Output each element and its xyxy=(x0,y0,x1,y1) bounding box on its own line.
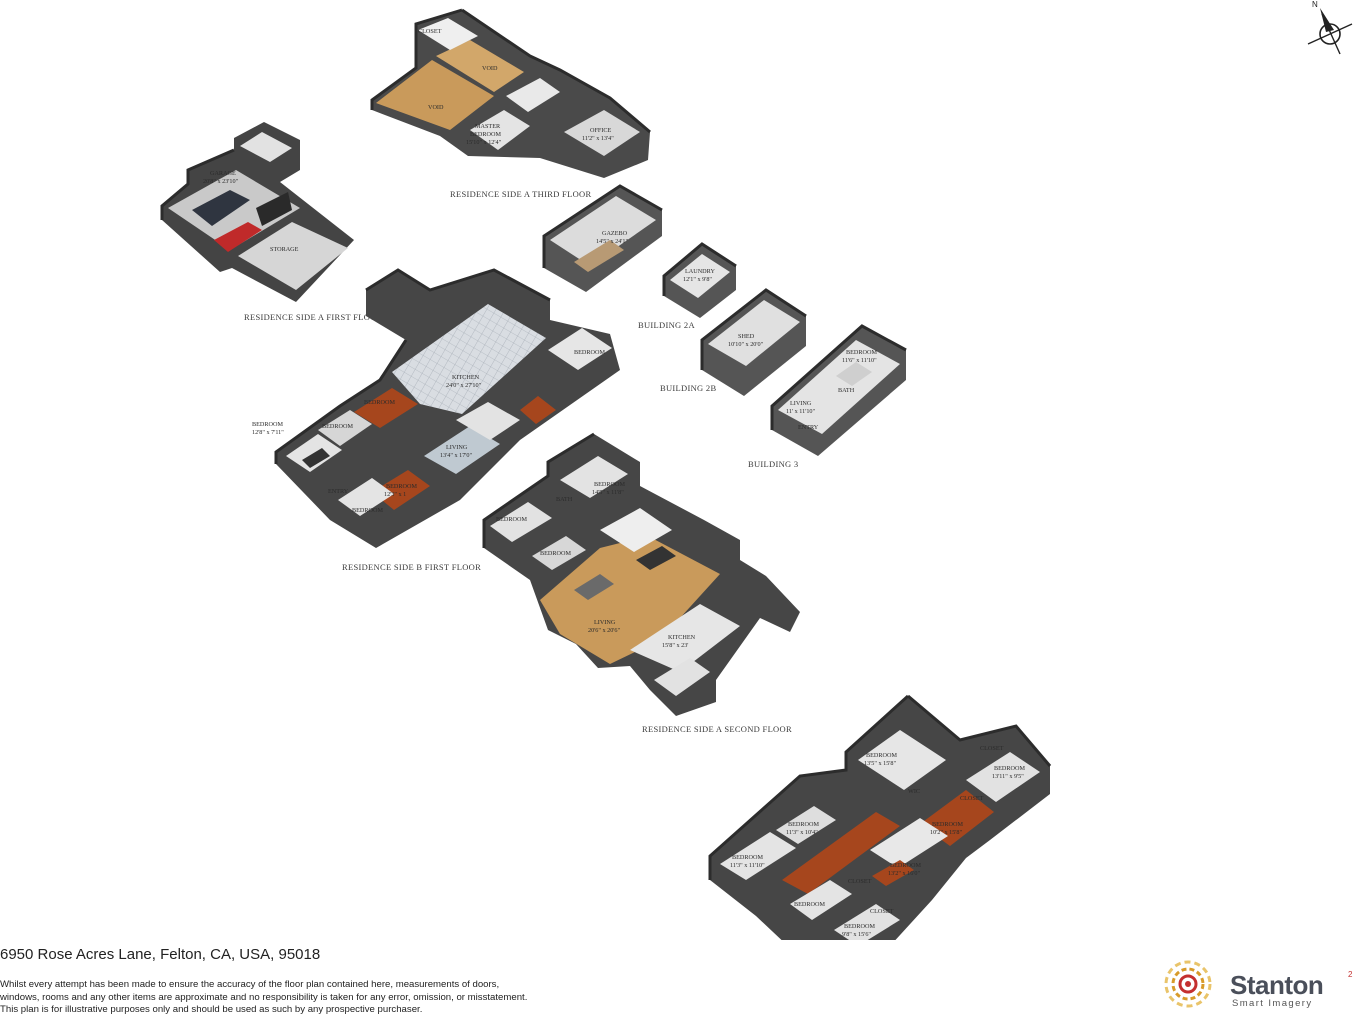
room-bedroom-a2-a-dim: 14'5" x 11'8" xyxy=(592,489,624,496)
brand-tagline: Smart Imagery xyxy=(1232,998,1313,1009)
garage-plan xyxy=(160,122,354,302)
room-bedroom-b2-c: BEDROOM xyxy=(932,821,963,828)
brand-superscript: 2 xyxy=(1348,970,1353,979)
room-bedroom-b1-e: BEDROOM xyxy=(352,507,383,514)
gazebo-plan xyxy=(542,184,663,292)
disclaimer-line: Whilst every attempt has been made to en… xyxy=(0,979,500,990)
brand-logo: Stanton 2 Smart Imagery xyxy=(1156,946,1352,1022)
room-bedroom-b1-f: BEDROOM xyxy=(574,349,605,356)
room-b3-entry: ENTRY xyxy=(798,424,819,431)
room-b3-bath: BATH xyxy=(838,387,855,394)
room-garage-dim: 20'8" x 23'10" xyxy=(203,178,239,185)
room-bedroom-b2-h: BEDROOM xyxy=(844,923,875,930)
room-living-a2: LIVING xyxy=(594,619,616,626)
side-a-second-floor-plan xyxy=(482,432,800,716)
label-building-2a: BUILDING 2A xyxy=(638,320,695,330)
room-bedroom-b2-e: BEDROOM xyxy=(890,862,921,869)
room-bedroom-b2-e-dim: 13'2" x 16'0" xyxy=(888,870,921,877)
room-wic-b2: WIC xyxy=(908,788,920,795)
room-bedroom-b1-d-dim: 12'3" x 1 xyxy=(384,491,406,498)
room-bedroom-b2-a: BEDROOM xyxy=(866,752,897,759)
room-master-bedroom-dim: 15'10" x 12'4" xyxy=(466,139,502,146)
room-b3-bedroom: BEDROOM xyxy=(846,349,877,356)
room-storage: STORAGE xyxy=(270,246,299,253)
room-living-b1: LIVING xyxy=(446,444,468,451)
room-master-bedroom-line1: MASTER xyxy=(475,123,501,130)
room-entry-b1: ENTRY xyxy=(328,488,349,495)
label-building-3: BUILDING 3 xyxy=(748,459,798,469)
room-bedroom-a2-b: BEDROOM xyxy=(496,516,527,523)
room-living-b1-dim: 13'4" x 17'0" xyxy=(440,452,473,459)
disclaimer-line: This plan is for illustrative purposes o… xyxy=(0,1004,423,1016)
compass-north-label: N xyxy=(1312,0,1318,9)
room-bedroom-b1-a-dim: 12'8" x 7'11" xyxy=(252,429,284,436)
label-first-floor-b: RESIDENCE SIDE B FIRST FLOOR xyxy=(342,562,481,572)
floor-plan-diagram: CLOSET VOID VOID MASTER BEDROOM 15'10" x… xyxy=(160,0,1353,940)
building-3-plan xyxy=(770,324,907,456)
room-garage: GARAGE xyxy=(210,170,236,177)
room-kitchen-b1-dim: 24'0" x 27'10" xyxy=(446,382,482,389)
property-address: 6950 Rose Acres Lane, Felton, CA, USA, 9… xyxy=(0,946,321,963)
third-floor-plan xyxy=(370,8,651,178)
room-b3-living-dim: 11' x 11'10" xyxy=(786,408,816,415)
room-bedroom-b2-g: BEDROOM xyxy=(794,901,825,908)
room-bedroom-b2-c-dim: 10'2" x 15'8" xyxy=(930,829,963,836)
brand-mark-icon xyxy=(1164,960,1212,1008)
room-master-bedroom-line2: BEDROOM xyxy=(470,131,501,138)
room-bedroom-b2-b-dim: 13'11" x 9'5" xyxy=(992,773,1024,780)
room-bedroom-b2-d: BEDROOM xyxy=(788,821,819,828)
label-second-floor-a: RESIDENCE SIDE A SECOND FLOOR xyxy=(642,724,792,734)
room-office: OFFICE xyxy=(590,127,612,134)
room-bedroom-b2-b: BEDROOM xyxy=(994,765,1025,772)
room-gazebo: GAZEBO xyxy=(602,230,628,237)
disclaimer: Whilst every attempt has been made to en… xyxy=(0,979,600,1017)
room-bedroom-b2-f-dim: 11'3" x 11'10" xyxy=(730,862,765,869)
room-b3-living: LIVING xyxy=(790,400,812,407)
room-closet-top: CLOSET xyxy=(418,28,442,35)
room-void-1: VOID xyxy=(482,65,498,72)
room-shed-dim: 10'10" x 20'0" xyxy=(728,341,764,348)
label-building-2b: BUILDING 2B xyxy=(660,383,716,393)
room-bedroom-b1-d: BEDROOM xyxy=(386,483,417,490)
label-third-floor: RESIDENCE SIDE A THIRD FLOOR xyxy=(450,189,591,199)
room-bedroom-b2-f: BEDROOM xyxy=(732,854,763,861)
room-bedroom-b1-c: BEDROOM xyxy=(364,399,395,406)
compass-icon: N xyxy=(1307,0,1353,55)
room-bedroom-a2-c: BEDROOM xyxy=(540,550,571,557)
room-bedroom-a2-a: BEDROOM xyxy=(594,481,625,488)
room-bath-a2: BATH xyxy=(556,496,573,503)
room-shed: SHED xyxy=(738,333,755,340)
room-closet-b2-d: CLOSET xyxy=(870,908,894,915)
brand-name: Stanton xyxy=(1230,970,1324,1000)
side-b-second-floor-plan xyxy=(708,694,1052,940)
room-b3-bedroom-dim: 11'6" x 11'10" xyxy=(842,357,877,364)
room-living-a2-dim: 20'6" x 20'6" xyxy=(588,627,621,634)
room-bedroom-b2-d-dim: 11'3" x 10'4" xyxy=(786,829,818,836)
room-laundry: LAUNDRY xyxy=(685,268,715,275)
room-bedroom-b2-h-dim: 9'8" x 15'6" xyxy=(842,931,871,938)
room-gazebo-dim: 14'5" x 24'1" xyxy=(596,238,629,245)
room-bedroom-b1-a: BEDROOM xyxy=(252,421,283,428)
building-2b-plan xyxy=(700,288,807,396)
room-laundry-dim: 12'1" x 9'8" xyxy=(683,276,712,283)
room-kitchen-a2: KITCHEN xyxy=(668,634,696,641)
room-closet-b2-a: CLOSET xyxy=(980,745,1004,752)
side-b-first-floor-plan xyxy=(274,268,620,548)
room-closet-b2-b: CLOSET xyxy=(960,795,984,802)
room-kitchen-a2-dim: 15'8" x 23' xyxy=(662,642,688,649)
room-void-2: VOID xyxy=(428,104,444,111)
room-bedroom-b2-a-dim: 13'5" x 15'8" xyxy=(864,760,897,767)
room-kitchen-b1: KITCHEN xyxy=(452,374,480,381)
room-office-dim: 11'2" x 13'4" xyxy=(582,135,614,142)
room-bedroom-b1-b: BEDROOM xyxy=(322,423,353,430)
disclaimer-line: windows, rooms and any other items are a… xyxy=(0,991,528,1003)
building-2a-plan xyxy=(662,242,737,318)
label-first-floor-a: RESIDENCE SIDE A FIRST FLOOR xyxy=(244,312,383,322)
room-closet-b2-c: CLOSET xyxy=(848,878,872,885)
